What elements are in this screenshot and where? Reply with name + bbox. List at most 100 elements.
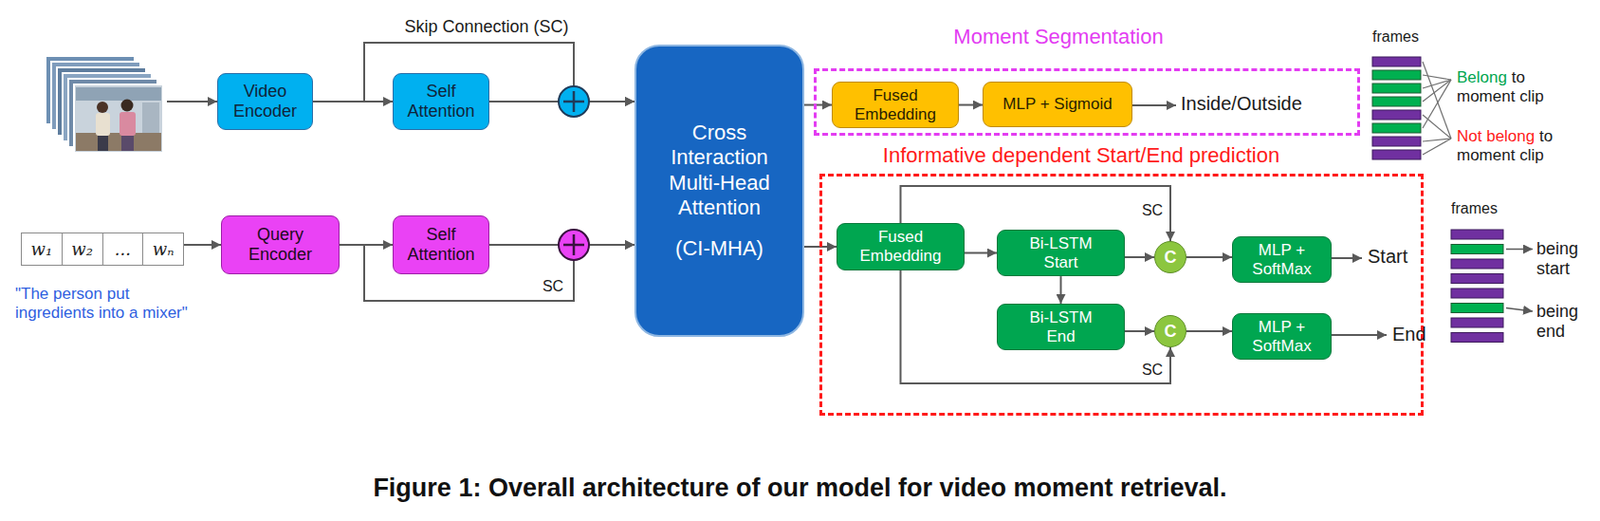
concat-circle: C [1154,314,1187,348]
video-frames-illustration [73,84,164,153]
frame-stack [1372,56,1421,160]
add-circle [572,234,576,256]
leader-line [1422,79,1452,129]
boundary-label: being end [1536,301,1589,342]
boundary-label: being start [1536,239,1589,279]
box-label: Cross Interaction Multi-Head Attention [645,120,793,221]
frame-stack [1372,83,1421,93]
leader-arrow [1506,308,1533,313]
add-circle [558,229,589,260]
flow-arrow [958,104,983,107]
video-frames-illustration [95,112,111,136]
edge-label: SC [539,277,567,295]
flow-arrow [1124,256,1155,258]
mlp-box: MLP + SoftMax [1232,312,1332,360]
video-frames-illustration [119,111,136,136]
mlp-box: MLP + SoftMax [1232,236,1332,283]
box-label: MLP + Sigmoid [1002,94,1112,114]
box-label: Query Encoder [227,224,333,264]
flow-arrow [901,270,1172,384]
flow-arrow [1186,330,1233,332]
edge-label: Skip Connection (SC) [401,17,571,37]
box-label: MLP + SoftMax [1238,317,1325,355]
add-circle [558,86,589,117]
input-arrow [166,100,218,103]
frame-stack [1451,332,1504,343]
query-sentence: "The person put ingredients into a mixer… [15,284,210,323]
frames-label: frames [1451,200,1498,218]
attention-module: Cross Interaction Multi-Head Attention (C… [634,44,805,337]
output-arrow [1331,333,1387,336]
encoder-box: Query Encoder [220,215,340,275]
video-frames-illustration [121,135,134,151]
frame-stack [1451,229,1504,240]
leader-line [1422,74,1452,80]
frame-stack [1372,149,1421,160]
frame-stack [1451,229,1504,343]
video-frames-illustration [97,135,109,151]
video-frames-illustration [75,132,162,151]
embedding-box: Fused Embedding [836,222,965,271]
frame-stack [1372,56,1421,67]
frame-stack [1372,96,1421,107]
class-label-group: Not belongto moment clip [1456,127,1576,166]
box-label: Bi-LSTM End [1014,308,1107,346]
frame-stack [1372,70,1421,80]
concat-symbol: C [1164,321,1178,342]
leader-line [1422,61,1452,139]
region-heading: Moment Segmentation [953,24,1163,50]
leader-line [1422,114,1452,139]
box-label: Fused Embedding [838,86,953,124]
lstm-box: Bi-LSTM Start [996,229,1125,276]
class-label-group: Belongto moment clip [1456,68,1576,107]
mlp-box: MLP + Sigmoid [982,81,1133,128]
frame-stack [1451,303,1504,313]
edge-label: SC [1139,202,1166,220]
class-label: Not belong [1456,127,1535,146]
embedding-box: Fused Embedding [831,81,959,129]
attention-box: Self Attention [392,215,490,275]
frame-stack [1451,317,1504,328]
frame-stack [1451,244,1504,255]
frame-stack [1372,123,1421,133]
output-arrow [1331,257,1362,259]
flow-arrow [183,243,221,246]
frame-stack [1451,258,1504,269]
figure-caption: Figure 1: Overall architecture of our mo… [0,471,1600,504]
box-label: Self Attention [399,224,483,264]
leader-arrow [1506,248,1533,251]
output-arrow [1132,104,1177,107]
edge-label: SC [1139,361,1166,379]
concat-symbol: C [1164,247,1178,268]
region-heading: Informative dependent Start/End predicti… [882,143,1280,168]
frames-label: frames [1372,28,1419,46]
encoder-box: Video Encoder [217,73,313,130]
branch-region: Informative dependent Start/End predicti… [819,173,1424,416]
video-frames-illustration [142,102,160,133]
box-label: Self Attention [399,81,483,121]
flow-arrow [964,252,997,255]
add-circle [558,86,589,117]
word-token: wₙ [143,233,184,265]
concat-circle: C [1154,240,1187,274]
leader-line [1422,61,1452,155]
video-frames-illustration [96,101,109,113]
frame-stack [1372,136,1421,147]
flow-arrow [1124,330,1155,332]
video-frames-illustration [121,99,134,112]
frame-stack [1451,274,1504,284]
add-circle [558,229,589,260]
output-label: Start [1367,245,1408,268]
leader-line [1422,138,1452,155]
word-token: w₁ [21,233,63,265]
box-label: (CI-MHA) [675,236,764,261]
flow-arrow [1060,275,1063,304]
box-label: MLP + SoftMax [1238,240,1325,278]
frame-stack [1372,110,1421,120]
frame-stack [1451,288,1504,298]
leader-line [1422,79,1452,102]
lstm-box: Bi-LSTM End [996,303,1125,350]
box-label: Bi-LSTM Start [1014,234,1107,272]
box-label: Video Encoder [223,81,307,121]
token-sequence: w₁w₂...wₙ [20,232,184,266]
